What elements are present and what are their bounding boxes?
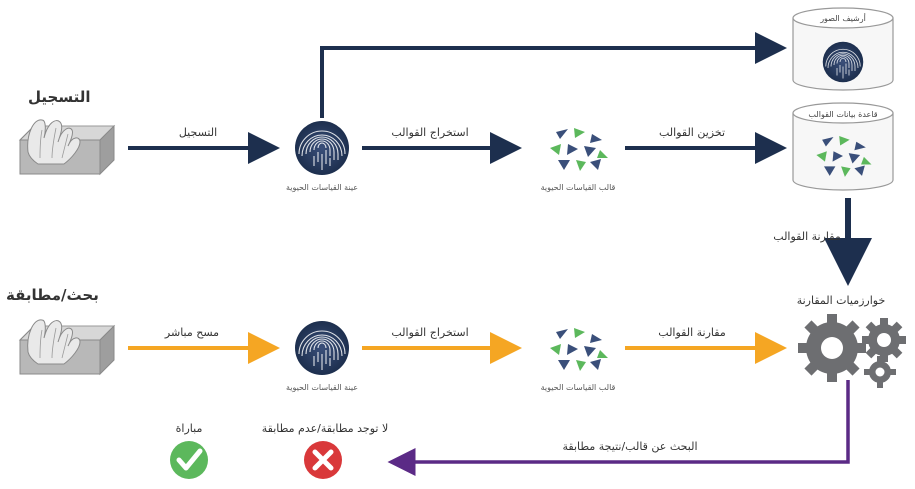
fingerprint-icon — [294, 120, 350, 176]
image-archive-db — [792, 7, 894, 91]
archive-db-label: أرشيف الصور — [820, 14, 866, 23]
result-arrow-label: البحث عن قالب/نتيجة مطابقة — [562, 440, 698, 453]
match-check — [170, 441, 208, 479]
template-label-1: قالب القياسات الحيوية — [540, 183, 616, 192]
template-db — [792, 102, 894, 191]
enroll-hand-scanner — [19, 119, 115, 175]
gears-icon — [798, 314, 906, 388]
algorithms-label: خوارزميات المقارنة — [796, 294, 886, 307]
search-template — [550, 328, 608, 371]
enroll-arrow-label: التسجيل — [178, 126, 218, 139]
compare-down-label: مقارنة القوالب — [773, 230, 841, 243]
archive-arrow — [320, 32, 787, 118]
template-triangles-icon — [550, 128, 608, 171]
search-fingerprint — [294, 320, 350, 376]
extract-label-1: استخراج القوالب — [391, 126, 469, 139]
check-icon — [170, 441, 208, 479]
hand-scanner-icon — [19, 119, 115, 175]
fingerprint-icon — [822, 41, 864, 83]
enroll-template — [550, 128, 608, 171]
search-hand-scanner — [19, 319, 115, 375]
compare-label: مقارنة القوالب — [658, 326, 726, 339]
enroll-fingerprint — [294, 120, 350, 176]
store-label: تخزين القوالب — [658, 126, 726, 139]
match-label: مباراة — [175, 422, 203, 435]
no-match-cross — [304, 441, 342, 479]
template-label-2: قالب القياسات الحيوية — [540, 383, 616, 392]
template-triangles-icon — [550, 328, 608, 371]
search-title: بحث/مطابقة — [6, 286, 99, 304]
sample-label-1: عينة القياسات الحيوية — [285, 183, 359, 192]
extract-label-2: استخراج القوالب — [391, 326, 469, 339]
template-db-label: قاعدة بيانات القوالب — [808, 110, 878, 119]
result-arrow — [387, 380, 850, 476]
no-match-label: لا توجد مطابقة/عدم مطابقة — [261, 422, 389, 435]
live-scan-label: مسح مباشر — [164, 326, 220, 339]
enroll-title: التسجيل — [28, 88, 91, 106]
hand-scanner-icon — [19, 319, 115, 375]
sample-label-2: عينة القياسات الحيوية — [285, 383, 359, 392]
fingerprint-icon — [294, 320, 350, 376]
